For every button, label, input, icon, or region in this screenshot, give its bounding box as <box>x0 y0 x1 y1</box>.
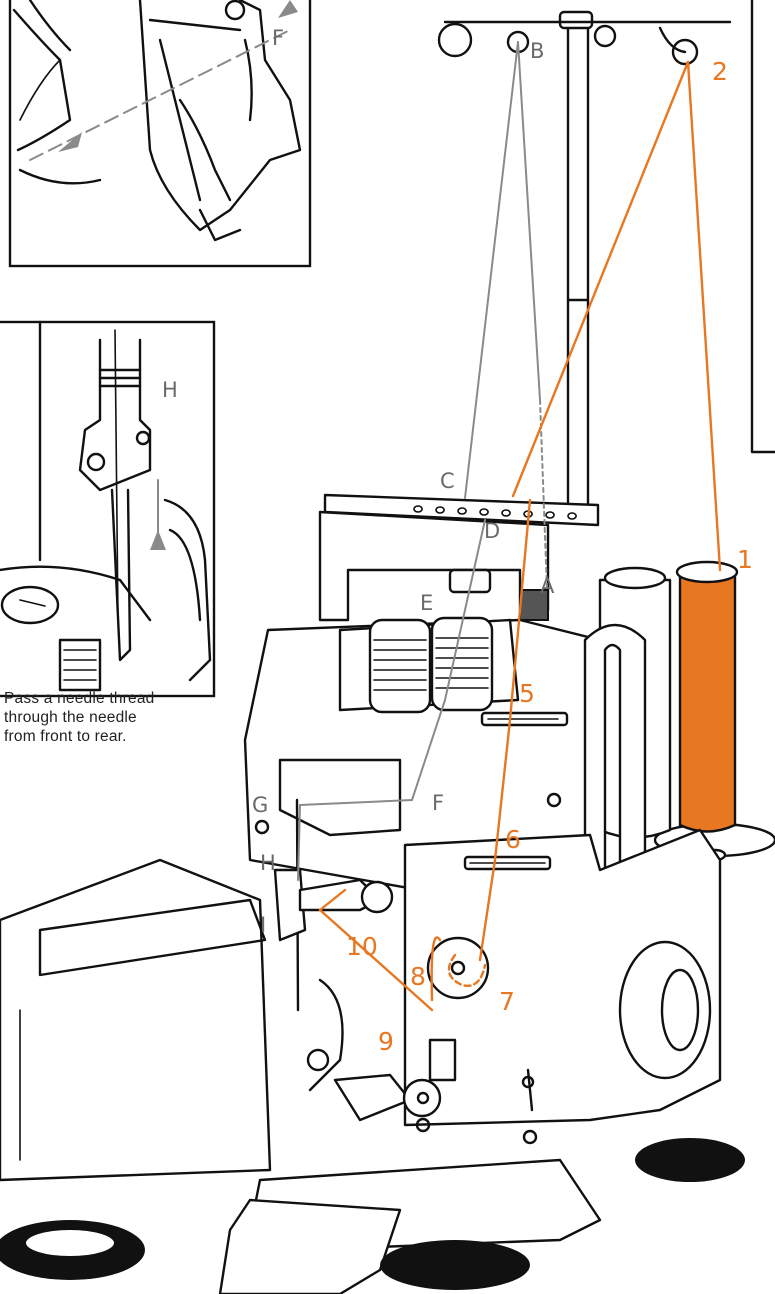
label-7: 7 <box>499 987 515 1016</box>
label-A: A <box>540 574 555 598</box>
label-9: 9 <box>378 1027 394 1056</box>
caption-line-3: from front to rear. <box>4 728 127 745</box>
label-H: H <box>260 851 276 875</box>
inset-right-edge <box>750 0 775 454</box>
label-2: 2 <box>712 57 728 86</box>
caption-line-2: through the needle <box>4 709 137 726</box>
tension-dial-icon <box>368 616 494 714</box>
needle-threading-caption: Pass a needle thread through the needle … <box>4 689 226 746</box>
label-F: F <box>432 791 444 815</box>
label-8: 8 <box>410 962 426 991</box>
label-E: E <box>420 591 433 615</box>
label-5: 5 <box>519 679 535 708</box>
label-D: D <box>484 519 500 543</box>
inset-presser-foot <box>8 0 312 268</box>
label-H-inset: H <box>162 378 178 402</box>
label-6: 6 <box>505 825 521 854</box>
inset-needle <box>0 320 216 698</box>
label-B: B <box>530 39 544 63</box>
caption-line-1: Pass a needle thread <box>4 690 155 707</box>
overlock-machine <box>0 493 745 1294</box>
label-F-inset: F <box>272 26 284 50</box>
looper-thread-path <box>318 60 722 1012</box>
thread-stand-icon <box>437 10 732 512</box>
label-G: G <box>252 793 268 817</box>
label-10: 10 <box>346 932 378 961</box>
label-C: C <box>440 469 455 493</box>
label-I: I <box>260 913 266 937</box>
label-1: 1 <box>737 545 753 574</box>
needle-thread-path <box>297 41 548 881</box>
